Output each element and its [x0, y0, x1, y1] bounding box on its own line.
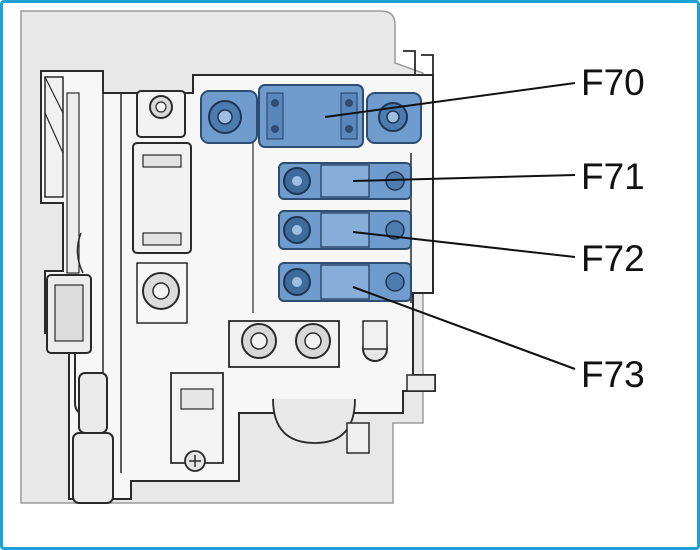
right-clip: [406, 374, 436, 392]
fuse-f70: [200, 84, 422, 148]
cable-connector-body: [72, 432, 114, 504]
lower-bracket: [170, 372, 224, 464]
label-f73: F73: [581, 354, 645, 395]
label-f71: F71: [581, 156, 645, 197]
fuse-f71: [278, 162, 412, 200]
leader-line-f72: [352, 231, 576, 258]
right-tabs: [403, 50, 434, 75]
screw-slot: [189, 455, 201, 467]
leader-line-f71: [352, 174, 576, 182]
left-rail: [44, 76, 64, 198]
bracket-slot: [180, 388, 214, 410]
fuse-box-drawing: F70 F71 F72 F73: [20, 10, 645, 504]
post-stem: [362, 320, 388, 350]
left-rail-inner: [66, 92, 80, 274]
lower-post: [346, 422, 370, 454]
leader-line-f73: [352, 286, 576, 370]
bolt-center: [304, 332, 322, 350]
strap-slot: [142, 232, 182, 246]
strap-slot: [142, 154, 182, 168]
label-f72: F72: [581, 238, 645, 279]
cable-connector: [78, 372, 108, 434]
left-rail-notch: [44, 76, 64, 154]
connector-plug-detail: [54, 284, 84, 342]
terminal-strap: [132, 142, 192, 254]
wire-loop: [76, 232, 84, 274]
bolt-center: [155, 101, 167, 113]
label-f70: F70: [581, 62, 645, 103]
bolt-center: [250, 332, 268, 350]
bolt-base: [136, 262, 188, 324]
fuse-f73: [278, 262, 412, 302]
leader-line-f70: [324, 82, 576, 118]
bolt-center: [152, 282, 170, 300]
round-housing: [272, 398, 356, 444]
fuse-f72: [278, 210, 412, 250]
